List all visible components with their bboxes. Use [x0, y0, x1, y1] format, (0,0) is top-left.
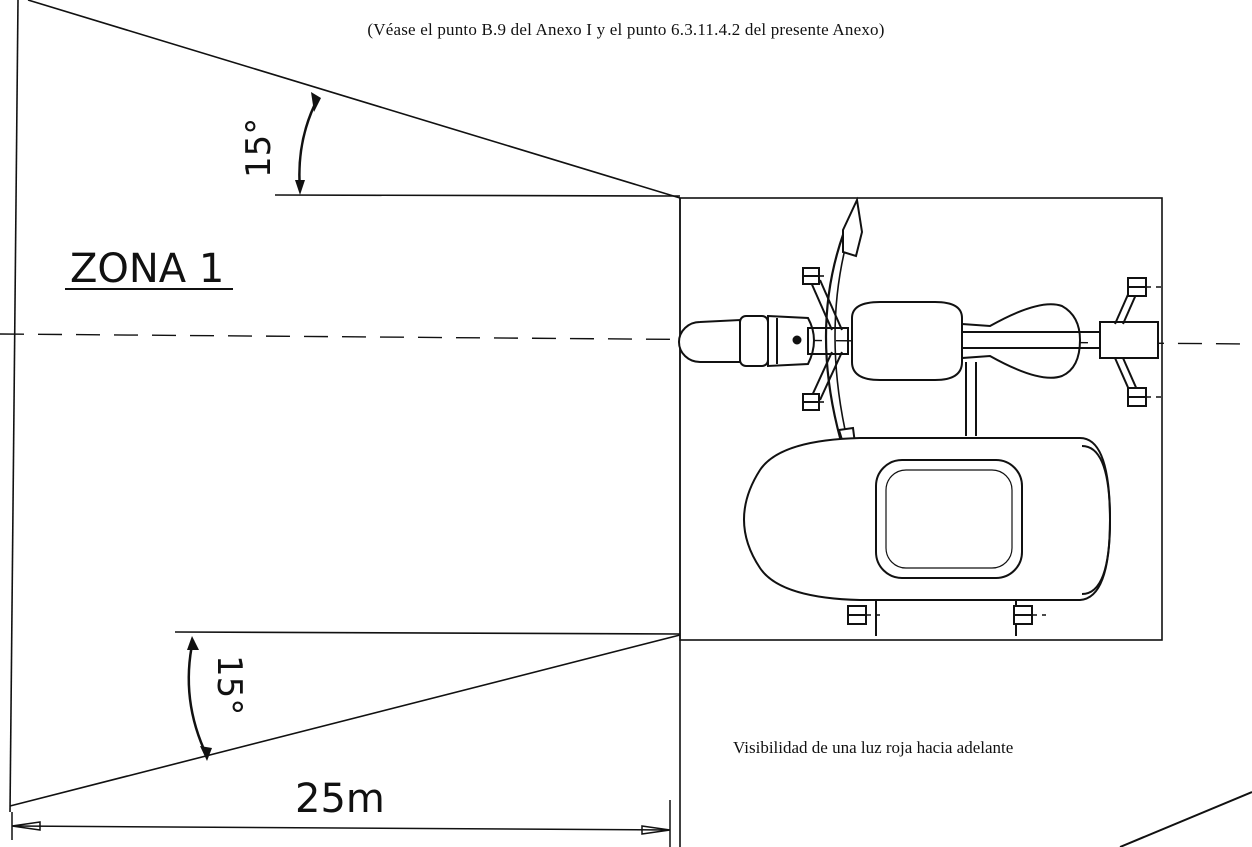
lower-angle-label: 15° [209, 655, 249, 715]
upper-arc-arrowhead-top [311, 92, 321, 112]
upper-angle-arc [298, 97, 320, 191]
distance-label: 25m [295, 776, 385, 822]
corner-line [1119, 791, 1252, 847]
sidecar-seat [875, 459, 1023, 579]
lower-angle-arc [187, 639, 209, 757]
motorcycle-sidecar-drawing [678, 196, 1159, 636]
lower-angle-line [9, 634, 681, 807]
fork-head [767, 314, 815, 368]
upper-angle-label: 15° [239, 118, 279, 178]
reference-note: (Véase el punto B.9 del Anexo I y el pun… [367, 20, 885, 39]
front-wheel [678, 318, 741, 363]
rear-wheel [1099, 321, 1159, 359]
lower-arc-arrowhead-top [187, 636, 199, 650]
upper-horizontal-line [274, 194, 681, 197]
fuel-tank [851, 301, 963, 381]
lamp-front-bottom [802, 393, 820, 411]
upper-arc-arrowhead-bottom [295, 180, 305, 195]
headlight-housing [739, 315, 769, 367]
lamp-dash-marks [819, 275, 1162, 616]
handlebar-grip-top [842, 196, 864, 258]
lamp-sidecar-right [1013, 605, 1033, 625]
distance-dimension [11, 800, 671, 847]
vehicle-bounding-box [679, 197, 1163, 641]
zone-label: ZONA 1 [70, 246, 224, 292]
left-boundary-line [9, 0, 19, 813]
lower-arc-arrowhead-bottom [200, 746, 212, 761]
lamp-sidecar-left [847, 605, 867, 625]
lamp-rear-top [1127, 277, 1147, 297]
visibility-caption: Visibilidad de una luz roja hacia adelan… [733, 738, 1014, 757]
lower-horizontal-line [174, 631, 681, 635]
lamp-front-top [802, 267, 820, 285]
upper-angle-line [27, 0, 681, 199]
seat [961, 303, 1082, 379]
lamp-rear-bottom [1127, 387, 1147, 407]
